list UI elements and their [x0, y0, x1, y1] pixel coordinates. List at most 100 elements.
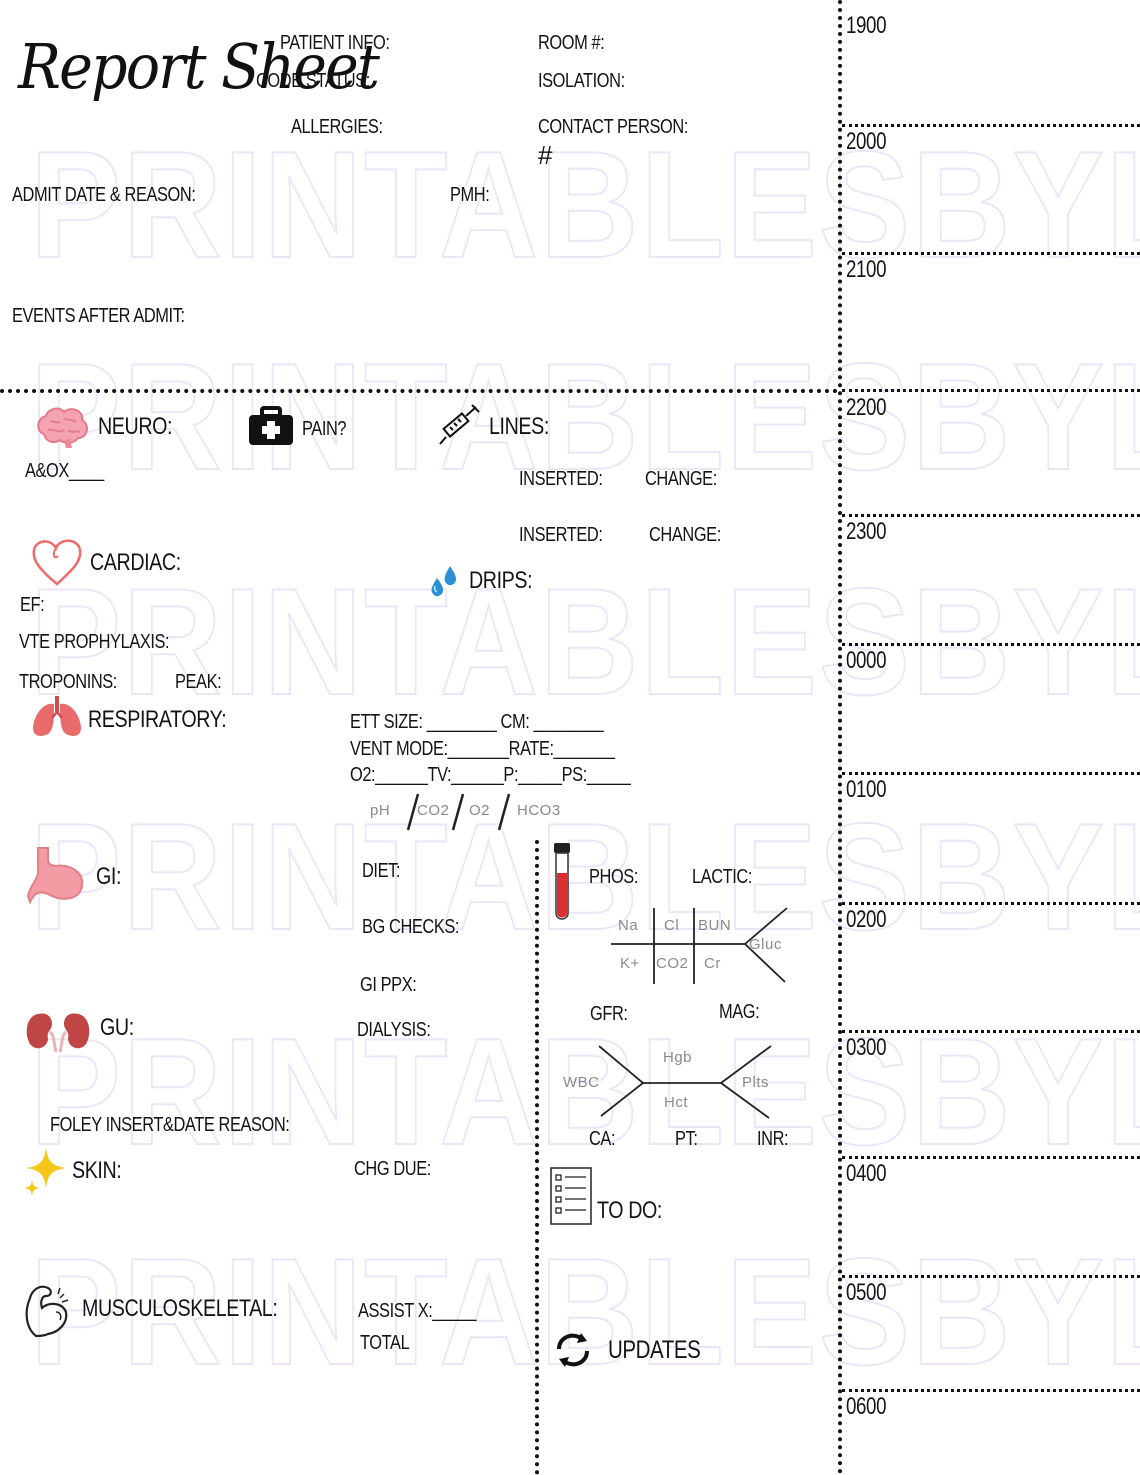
vte-label: VTE PROPHYLAXIS: — [19, 631, 170, 653]
time-divider — [842, 1156, 1140, 1159]
time-divider — [842, 124, 1140, 127]
vent-field[interactable]: VENT MODE:_______RATE:_______ — [350, 738, 615, 760]
time-divider — [842, 1275, 1140, 1278]
time-0600: 0600 — [846, 1393, 887, 1420]
blood-tube-icon — [554, 843, 570, 920]
contact-number-label: # — [538, 140, 552, 170]
admit-date-label: ADMIT DATE & REASON: — [12, 184, 196, 206]
watermark: PRINTABLESBYLA — [29, 119, 1140, 291]
cbc-hct: Hct — [664, 1094, 688, 1111]
cbc-diagram — [598, 1045, 772, 1119]
skin-label: SKIN: — [72, 1157, 122, 1184]
abg-ph: pH — [370, 802, 391, 819]
gi-label: GI: — [96, 863, 122, 890]
gi-ppx-label: GI PPX: — [360, 974, 417, 996]
time-divider — [842, 1389, 1140, 1392]
code-status-label: CODE STATUS: — [256, 70, 370, 92]
change-label: CHANGE: — [645, 468, 717, 490]
heart-icon — [32, 539, 82, 586]
room-label: ROOM #: — [538, 32, 605, 54]
time-0200: 0200 — [846, 906, 887, 933]
chg-due-label: CHG DUE: — [354, 1158, 431, 1180]
events-label: EVENTS AFTER ADMIT: — [12, 305, 185, 327]
inserted-label: INSERTED: — [519, 524, 603, 546]
section-divider — [0, 389, 838, 393]
peak-label: PEAK: — [175, 671, 222, 693]
total-label: TOTAL — [360, 1332, 410, 1354]
stomach-icon — [26, 847, 84, 905]
time-divider — [842, 252, 1140, 255]
time-2200: 2200 — [846, 394, 887, 421]
allergies-label: ALLERGIES: — [291, 116, 383, 138]
time-0400: 0400 — [846, 1160, 887, 1187]
bmp-bun: BUN — [698, 917, 732, 934]
inserted-label: INSERTED: — [519, 468, 603, 490]
lines-label: LINES: — [489, 413, 549, 440]
time-0000: 0000 — [846, 647, 887, 674]
updates-label: UPDATES — [608, 1336, 701, 1364]
pain-label: PAIN? — [302, 418, 347, 440]
refresh-icon — [557, 1333, 589, 1367]
ett-field[interactable]: ETT SIZE: ________ CM: ________ — [350, 711, 604, 733]
pt-label: PT: — [675, 1128, 698, 1150]
cardiac-label: CARDIAC: — [90, 549, 181, 576]
time-0500: 0500 — [846, 1279, 887, 1306]
troponins-label: TROPONINS: — [19, 671, 117, 693]
musculoskeletal-label: MUSCULOSKELETAL: — [82, 1295, 278, 1322]
change-label: CHANGE: — [649, 524, 721, 546]
abg-hco3: HCO3 — [517, 802, 561, 819]
time-2100: 2100 — [846, 256, 887, 283]
assist-field[interactable]: ASSIST X:_____ — [358, 1300, 476, 1322]
time-divider — [842, 514, 1140, 517]
lactic-label: LACTIC: — [692, 866, 753, 888]
time-2000: 2000 — [846, 128, 887, 155]
flexed-arm-icon — [25, 1285, 69, 1338]
time-1900: 1900 — [846, 12, 887, 39]
checklist-icon — [550, 1167, 592, 1225]
cbc-plts: Plts — [742, 1074, 770, 1091]
time-divider — [842, 902, 1140, 905]
diet-label: DIET: — [362, 860, 401, 882]
labs-divider — [535, 840, 539, 1475]
time-divider — [842, 643, 1140, 646]
isolation-label: ISOLATION: — [538, 70, 625, 92]
ef-label: EF: — [20, 594, 45, 616]
ca-label: CA: — [589, 1128, 616, 1150]
cbc-wbc: WBC — [563, 1074, 600, 1091]
bmp-diagram — [611, 907, 788, 984]
phos-label: PHOS: — [589, 866, 638, 888]
bmp-cr: Cr — [704, 955, 721, 972]
drips-label: DRIPS: — [469, 567, 533, 594]
pmh-label: PMH: — [450, 184, 490, 206]
respiratory-label: RESPIRATORY: — [88, 706, 227, 733]
patient-info-label: PATIENT INFO: — [280, 32, 390, 54]
bg-checks-label: BG CHECKS: — [362, 916, 460, 938]
bmp-co2: CO2 — [656, 955, 689, 972]
o2-field[interactable]: O2:______TV:______P:_____PS:_____ — [350, 764, 631, 786]
bmp-cl: Cl — [664, 917, 680, 934]
time-divider — [842, 389, 1140, 392]
abg-co2: CO2 — [417, 802, 450, 819]
time-0300: 0300 — [846, 1034, 887, 1061]
watermark: PRINTABLESBYLA — [29, 791, 1140, 963]
abg-diagram — [406, 793, 511, 831]
mag-label: MAG: — [719, 1001, 760, 1023]
abg-o2: O2 — [469, 802, 491, 819]
page-title: Report Sheet — [18, 30, 380, 103]
dialysis-label: DIALYSIS: — [357, 1019, 431, 1041]
todo-label: TO DO: — [597, 1197, 662, 1224]
syringe-icon — [439, 404, 480, 445]
brain-icon — [37, 407, 88, 448]
bmp-gluc: Gluc — [749, 936, 782, 953]
gfr-label: GFR: — [590, 1003, 628, 1025]
kidneys-icon — [26, 1013, 90, 1053]
first-aid-kit-icon — [249, 406, 293, 445]
gu-label: GU: — [100, 1014, 134, 1041]
cbc-hgb: Hgb — [663, 1049, 693, 1066]
timeline-divider — [838, 0, 842, 1475]
aox-field[interactable]: A&OX____ — [25, 460, 104, 482]
time-0100: 0100 — [846, 776, 887, 803]
foley-label: FOLEY INSERT&DATE REASON: — [50, 1114, 290, 1136]
neuro-label: NEURO: — [98, 413, 173, 440]
lungs-icon — [33, 696, 81, 736]
